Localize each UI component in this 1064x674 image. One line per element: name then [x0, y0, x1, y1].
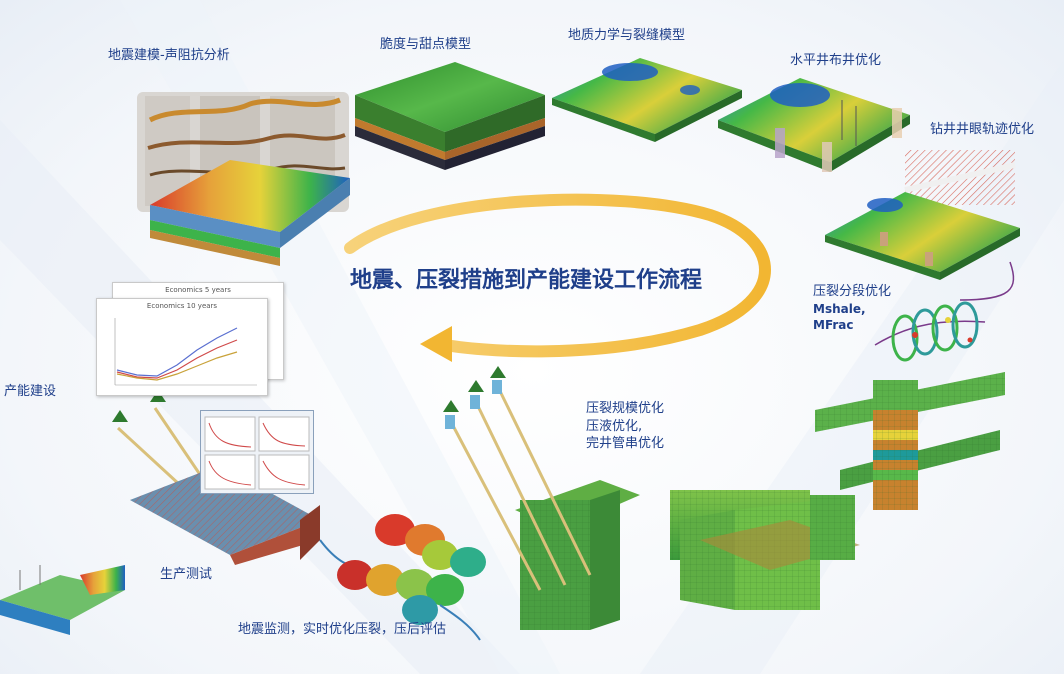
- label-drilling-trajectory: 钻井井眼轨迹优化: [930, 122, 1035, 137]
- label-horizontal-well: 水平井布井优化: [790, 53, 882, 68]
- frac-optimization-list: 压裂规模优化 压液优化, 完井管串优化: [586, 400, 664, 453]
- production-grid-illustration: [112, 390, 320, 565]
- label-microseismic: 地震监测，实时优化压裂，压后评估: [238, 622, 447, 637]
- label-software-mshale: Mshale,: [813, 302, 866, 316]
- label-seismic-modeling: 地震建模-声阻抗分析: [108, 48, 230, 63]
- economics-chart-panel: Economics 10 years: [96, 298, 268, 396]
- frac-stage-illustration: [874, 301, 986, 362]
- cycle-arrow: [344, 193, 771, 362]
- economics-title-front: Economics 10 years: [146, 302, 218, 310]
- seismic-model-illustration: [137, 92, 350, 266]
- label-geomechanics-model: 地质力学与裂缝模型: [568, 28, 686, 43]
- label-frac-fluid: 压液优化,: [586, 418, 643, 434]
- frac-scale-illustration: [443, 366, 640, 630]
- label-software-mfrac: MFrac: [813, 318, 854, 332]
- label-capacity-building: 产能建设: [4, 384, 57, 399]
- grid-block-illustration: [815, 372, 1005, 510]
- label-frac-scale: 压裂规模优化: [586, 401, 665, 416]
- fracture-block-illustration: [670, 490, 860, 610]
- production-test-window: [200, 410, 314, 494]
- economics-lines: [114, 318, 257, 386]
- microseismic-discs-illustration: [319, 514, 486, 641]
- drilling-trajectory-illustration: [825, 150, 1020, 301]
- workflow-title: 地震、压裂措施到产能建设工作流程: [350, 268, 703, 293]
- label-brittleness-model: 脆度与甜点模型: [380, 37, 472, 52]
- brittleness-model-illustration: [355, 62, 545, 170]
- label-completion-string: 完井管串优化: [586, 436, 665, 452]
- production-test-plots: [204, 416, 310, 490]
- horizontal-well-illustration: [718, 78, 910, 172]
- economics-title-back: Economics 5 years: [165, 286, 231, 294]
- label-frac-stage: 压裂分段优化: [813, 284, 892, 299]
- label-production-test: 生产测试: [160, 567, 213, 582]
- geomechanics-model-illustration: [552, 58, 742, 142]
- production-terrain-illustration: [0, 565, 125, 635]
